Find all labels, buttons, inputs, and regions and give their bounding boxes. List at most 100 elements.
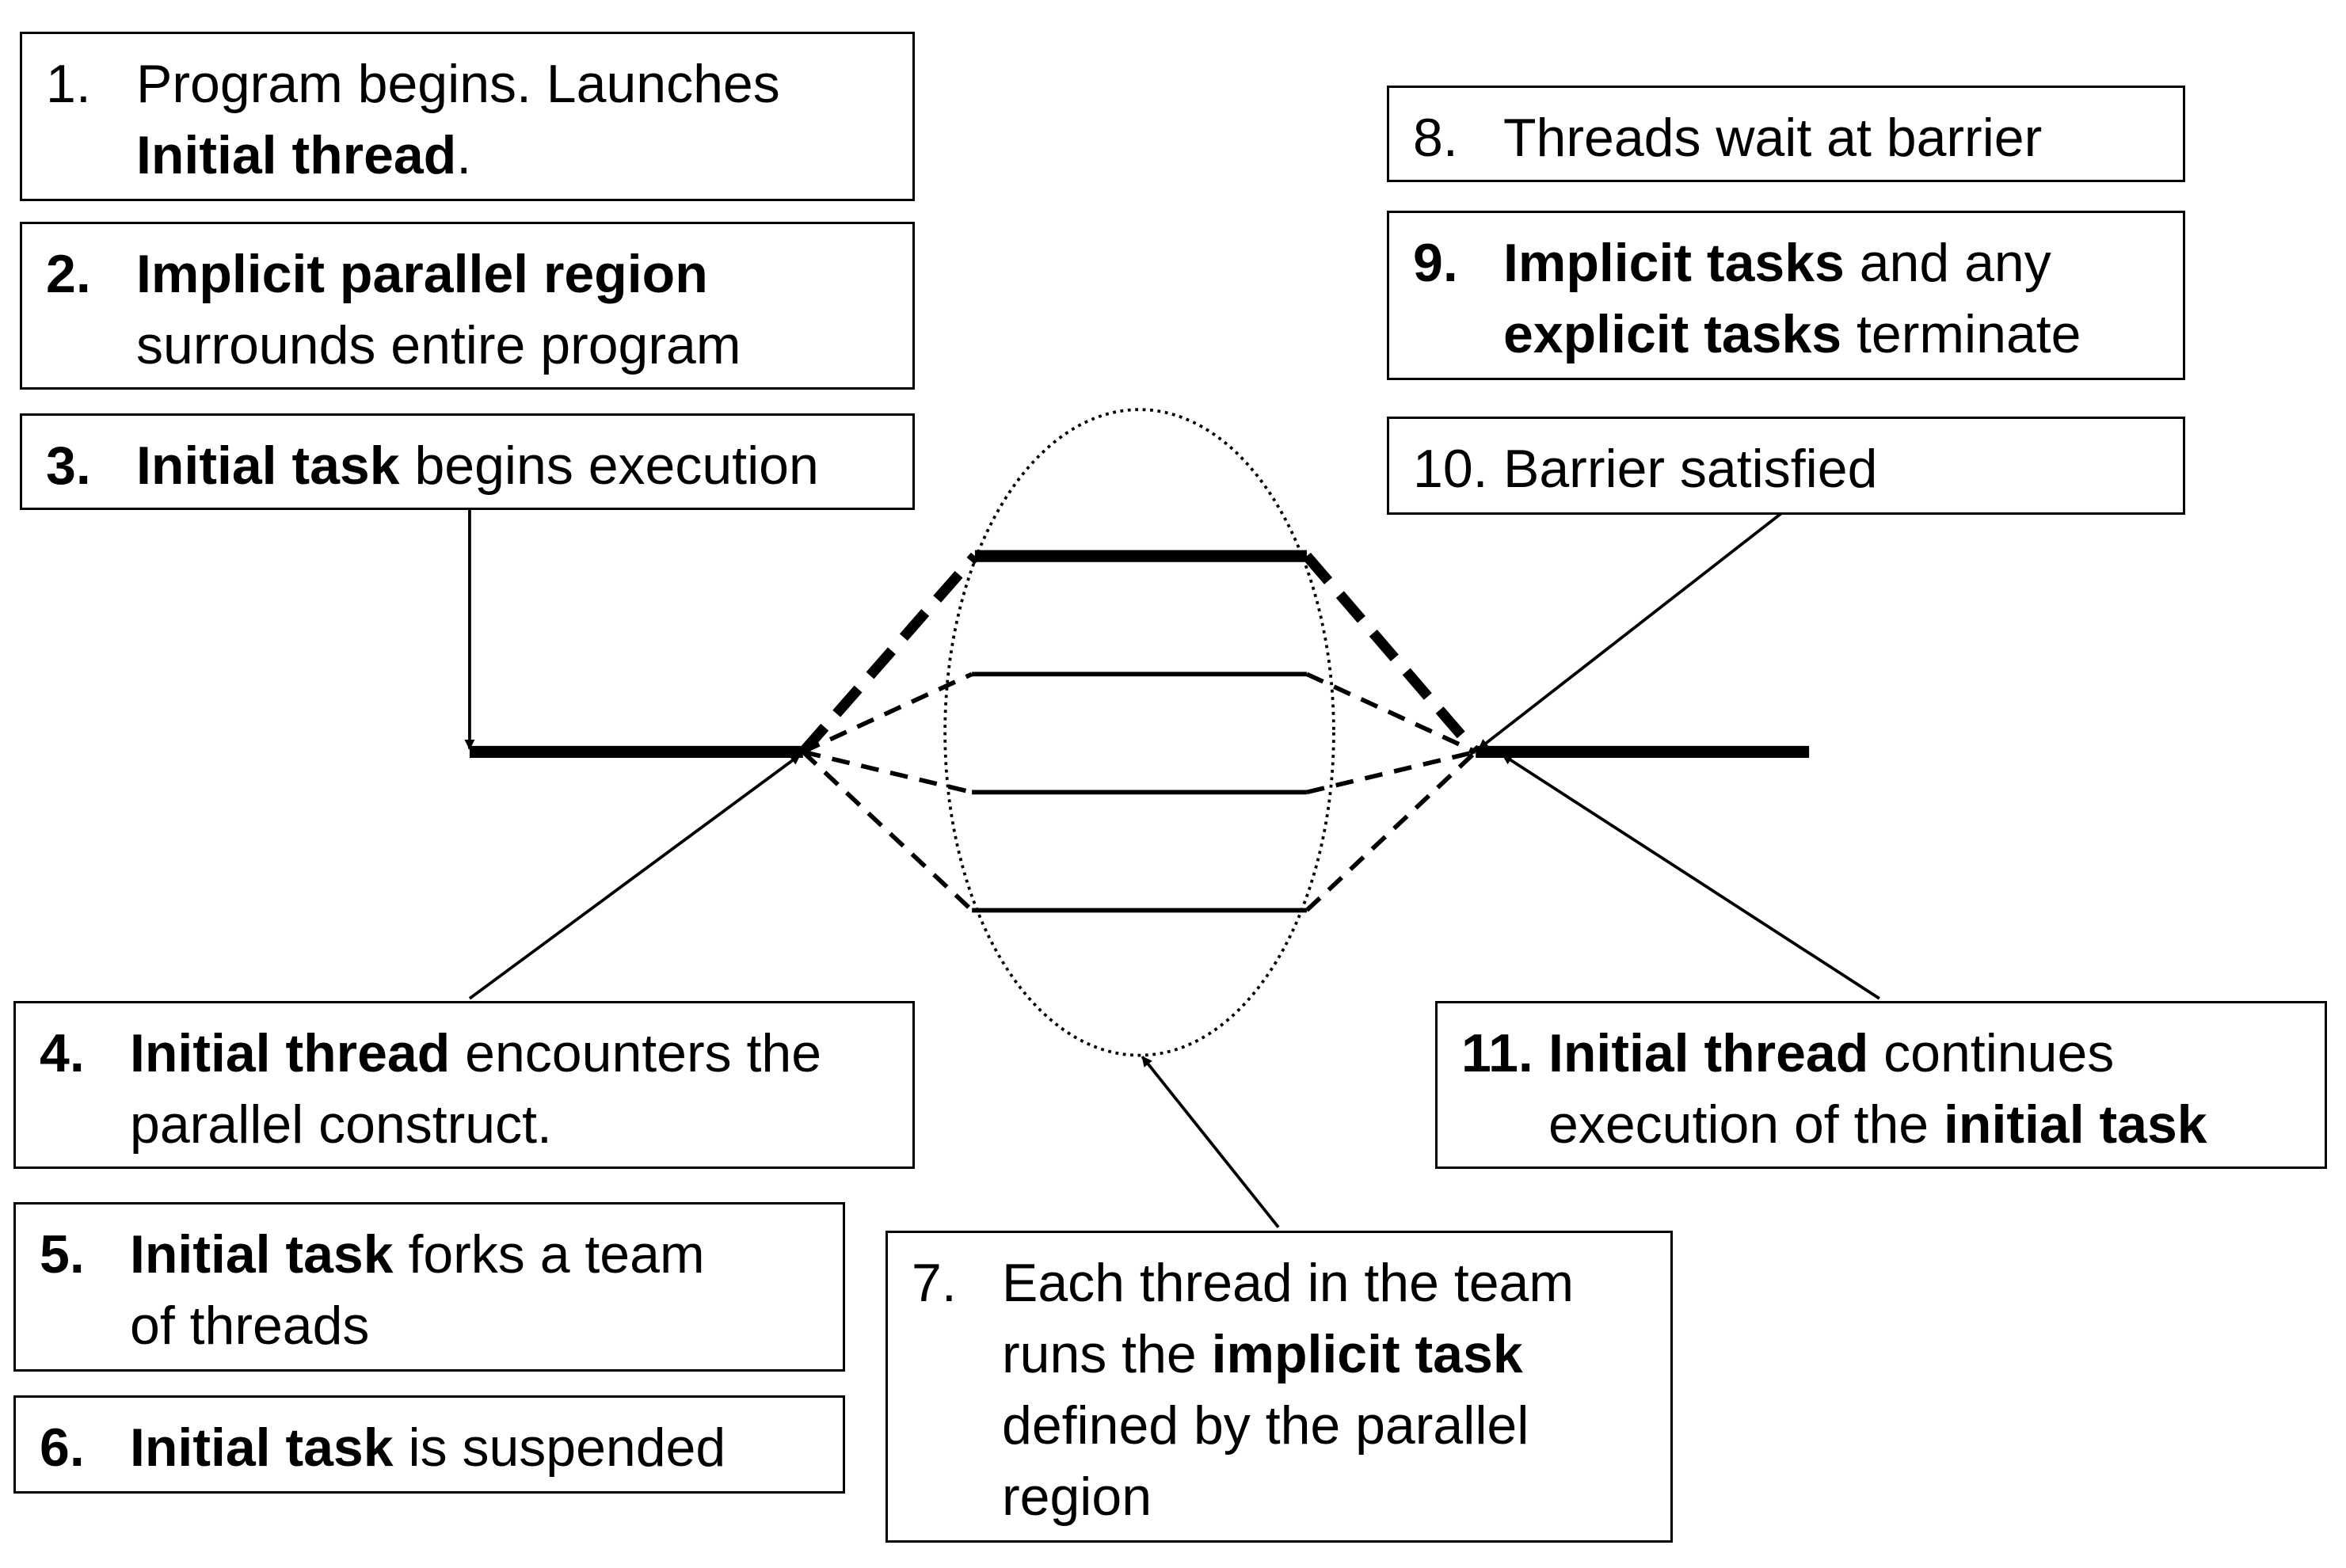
step-text-segment: begins execution — [399, 436, 819, 496]
step-6-box: 6. Initial task is suspended — [13, 1395, 845, 1494]
step-text: Implicit tasks and any — [1503, 227, 2051, 299]
join-line — [1305, 672, 1477, 754]
step-text: Threads wait at barrier — [1503, 102, 2042, 173]
step-number: 1. — [46, 54, 91, 114]
step-text: Initial task begins execution — [136, 430, 819, 501]
step-number — [46, 120, 136, 191]
step-text-segment: defined by the parallel — [1002, 1395, 1529, 1456]
step-number: 2. — [46, 244, 91, 304]
step-number: 6. — [40, 1418, 85, 1478]
step-text-bold: Initial thread — [136, 125, 457, 185]
step-10-box: 10.Barrier satisfied — [1387, 417, 2185, 515]
step-line: defined by the parallel — [912, 1390, 1670, 1461]
parallel-region-ellipse — [943, 408, 1335, 1057]
step-text: Implicit parallel region — [136, 238, 708, 310]
join-line-master — [1302, 552, 1480, 755]
fork-line-master — [798, 552, 979, 755]
step-text: defined by the parallel — [1002, 1390, 1529, 1461]
step-number: 4. — [40, 1023, 85, 1083]
step-3-box: 3.Initial task begins execution — [20, 413, 915, 510]
step-text-segment: encounters the — [450, 1023, 822, 1083]
step-number — [40, 1089, 130, 1160]
step-number — [1413, 299, 1503, 370]
step-line: 3.Initial task begins execution — [46, 430, 912, 501]
step-line: runs the implicit task — [912, 1319, 1670, 1390]
arrow-step-7 — [1141, 1056, 1280, 1228]
callout-arrows — [464, 509, 1880, 1228]
step-text: execution of the initial task — [1548, 1089, 2207, 1160]
step-number — [912, 1390, 1002, 1461]
join-line — [1304, 750, 1478, 912]
step-text: Initial task forks a team — [130, 1219, 705, 1290]
step-text-segment: terminate — [1841, 304, 2081, 364]
step-text: Initial thread continues — [1548, 1018, 2114, 1089]
step-text-segment: Program begins. Launches — [136, 54, 780, 114]
arrow-step-4 — [468, 753, 802, 1000]
step-number — [40, 1290, 130, 1361]
step-line: 8.Threads wait at barrier — [1413, 102, 2183, 173]
step-text-segment: continues — [1868, 1023, 2115, 1083]
step-text: Each thread in the team — [1002, 1247, 1574, 1319]
step-text-segment: of threads — [130, 1296, 370, 1356]
step-line: surrounds entire program — [46, 310, 912, 381]
step-text: Initial task is suspended — [130, 1412, 726, 1483]
fork-line — [802, 672, 973, 754]
step-text-bold: Implicit parallel region — [136, 244, 708, 304]
step-line: 1. Program begins. Launches — [46, 48, 912, 120]
fork-lines — [798, 552, 979, 912]
step-text-bold: explicit tasks — [1503, 304, 1842, 364]
step-text-segment: surrounds entire program — [136, 315, 741, 375]
step-line: 6. Initial task is suspended — [40, 1412, 843, 1483]
step-line: parallel construct. — [40, 1089, 912, 1160]
step-number — [912, 1319, 1002, 1390]
step-text-bold: Initial thread — [130, 1023, 451, 1083]
step-text-segment: runs the — [1002, 1324, 1212, 1384]
step-text-bold: Initial task — [130, 1418, 394, 1478]
join-lines — [1302, 552, 1480, 912]
step-line: 4. Initial thread encounters the — [40, 1018, 912, 1089]
step-text-bold: Initial thread — [1548, 1023, 1869, 1083]
step-line: of threads — [40, 1290, 843, 1361]
step-text: Initial thread encounters the — [130, 1018, 821, 1089]
step-text-bold: initial task — [1944, 1094, 2207, 1155]
step-text: parallel construct. — [130, 1089, 552, 1160]
step-text-segment: region — [1002, 1467, 1152, 1527]
step-text-bold: Initial task — [136, 436, 400, 496]
step-text: region — [1002, 1461, 1152, 1532]
step-text-segment: execution of the — [1548, 1094, 1944, 1155]
step-line: 7. Each thread in the team — [912, 1247, 1670, 1319]
step-number — [1461, 1089, 1548, 1160]
step-line: 11.Initial thread continues — [1461, 1018, 2325, 1089]
step-line: 10.Barrier satisfied — [1413, 433, 2183, 504]
step-text-segment: is suspended — [393, 1418, 726, 1478]
step-text-segment: forks a team — [393, 1224, 705, 1284]
step-line: 9.Implicit tasks and any — [1413, 227, 2183, 299]
arrow-step-11 — [1502, 753, 1880, 1000]
step-text-bold: Implicit tasks — [1503, 233, 1845, 293]
step-line: 2. Implicit parallel region — [46, 238, 912, 310]
step-text: surrounds entire program — [136, 310, 741, 381]
step-text-segment: parallel construct. — [130, 1094, 552, 1155]
step-number: 7. — [912, 1253, 957, 1313]
step-number: 5. — [40, 1224, 85, 1284]
step-number — [912, 1461, 1002, 1532]
step-2-box: 2. Implicit parallel region surrounds enti… — [20, 222, 915, 390]
step-text-segment: Each thread in the team — [1002, 1253, 1575, 1313]
step-line: region — [912, 1461, 1670, 1532]
step-line: execution of the initial task — [1461, 1089, 2325, 1160]
step-text-bold: Initial task — [130, 1224, 394, 1284]
team-threads — [972, 550, 1307, 913]
step-text: runs the implicit task — [1002, 1319, 1523, 1390]
step-text-segment: . — [456, 125, 472, 185]
step-text: Program begins. Launches — [136, 48, 780, 120]
step-number: 10. — [1413, 439, 1488, 499]
step-number — [46, 310, 136, 381]
step-text-bold: implicit task — [1211, 1324, 1523, 1384]
